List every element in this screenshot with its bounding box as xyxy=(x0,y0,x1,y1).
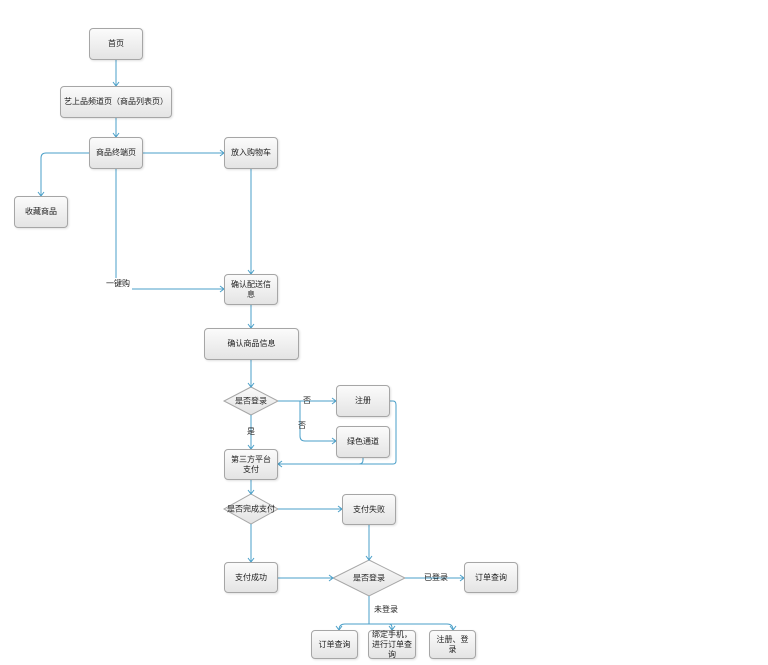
edge-decision-to-green xyxy=(299,401,336,442)
node-confirm-goods: 确认商品信息 xyxy=(204,328,299,360)
edge-label-not-logged-in: 未登录 xyxy=(374,605,398,614)
edge-label-yes: 是 xyxy=(247,427,255,436)
node-register: 注册 xyxy=(336,385,390,417)
node-pay-fail: 支付失败 xyxy=(342,494,396,525)
edge-label-logged-in: 已登录 xyxy=(424,573,448,582)
node-pay-success: 支付成功 xyxy=(224,562,278,593)
node-confirm-delivery: 确认配送信息 xyxy=(224,274,278,305)
edge-register-to-third-pay xyxy=(278,400,397,465)
edge-detail-to-favorite xyxy=(40,152,89,196)
edge-label-one-click: 一键购 xyxy=(106,279,130,288)
decision-is-paid: 是否完成支付 xyxy=(227,504,275,514)
node-order-query-right: 订单查询 xyxy=(464,562,518,593)
node-order-query-bottom: 订单查询 xyxy=(311,630,358,659)
node-bind-phone: 绑定手机，进行订单查询 xyxy=(368,630,416,659)
node-favorite: 收藏商品 xyxy=(14,196,68,228)
node-channel-page: 艺上品频道页（商品列表页） xyxy=(60,86,172,118)
node-register-login: 注册、登录 xyxy=(429,630,476,659)
decision-is-logged-in-2: 是否登录 xyxy=(353,573,385,583)
node-home: 首页 xyxy=(89,28,143,60)
edge-bottom-branch-bus xyxy=(338,623,454,631)
node-product-detail: 商品终端页 xyxy=(89,137,143,169)
edge-label-no-register: 否 xyxy=(303,396,311,405)
node-green-channel: 绿色通道 xyxy=(336,426,390,458)
node-add-to-cart: 放入购物车 xyxy=(224,137,278,169)
edge-green-to-third-pay xyxy=(320,458,364,465)
edge-label-no-green: 否 xyxy=(298,421,306,430)
decision-is-logged-in: 是否登录 xyxy=(235,396,267,406)
node-third-party-pay: 第三方平台支付 xyxy=(224,449,278,480)
